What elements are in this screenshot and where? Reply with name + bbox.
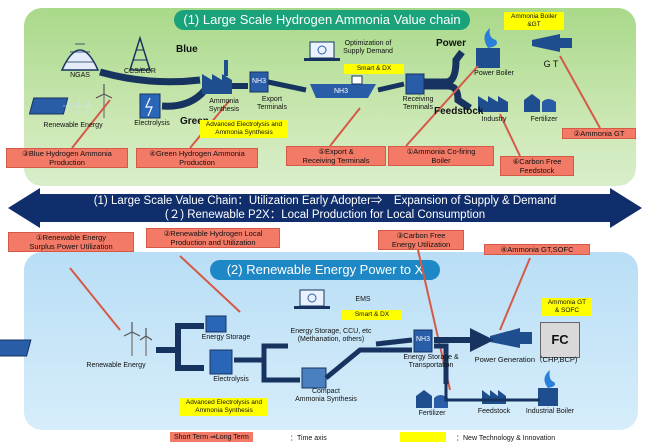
milestone-4-box: ④Green Hydrogen Ammonia Production — [136, 148, 258, 168]
ammonia-synthesis-label: Ammonia Synthesis — [208, 98, 240, 113]
compact-synthesis-icon — [301, 367, 327, 389]
fertilizer-barn-icon — [524, 94, 556, 112]
fertilizer-label: Fertilizer — [530, 116, 558, 123]
legend-time-axis: ：Time axis — [290, 435, 327, 442]
gas-turbine-icon — [532, 34, 572, 52]
industry-icon — [478, 96, 508, 112]
milestone-2-box: ②Ammonia GT — [562, 128, 636, 139]
ccs-rig-icon — [128, 35, 152, 71]
electrolysis-label: Electrolysis — [134, 120, 170, 127]
gas-turbine-icon-bottom — [490, 328, 532, 348]
industrial-boiler-label: Industrial Boiler — [525, 408, 575, 415]
ccs-label: CCS/EOR — [124, 68, 156, 75]
storage-ccu-label: Energy Storage, CCU, etc (Methanation, o… — [290, 328, 372, 343]
top-panel-title: (1) Large Scale Hydrogen Ammonia Value c… — [174, 10, 470, 30]
electrolysis-label-bottom: Electrolysis — [213, 376, 249, 383]
solar-panel-icon-bottom — [0, 339, 32, 357]
legend-term: Short Term ⇒Long Term — [170, 432, 253, 442]
power-boiler-label: Power Boiler — [474, 70, 514, 77]
receiving-terminals-label: Receiving Terminals — [402, 96, 434, 111]
ngas-icon — [60, 43, 100, 71]
milestone-b3-box: ③Carbon Free Energy Utilization — [378, 230, 464, 250]
milestone-b4-box: ④Ammonia GT,SOFC — [484, 244, 590, 255]
milestone-b1-box: ①Renewable Energy Surplus Power Utilizat… — [8, 232, 134, 252]
ammonia-gt-sofc-tag: Ammonia GT & SOFC — [542, 298, 592, 316]
industry-label: Industry — [481, 116, 507, 123]
milestone-1-box: ①Ammonia Co-firing Boiler — [388, 146, 494, 166]
smart-dx-tag: Smart & DX — [344, 64, 404, 74]
ems-label: EMS — [355, 296, 371, 303]
milestone-5-box: ⑤Export & Receiving Terminals — [286, 146, 386, 166]
milestone-3-box: ③Blue Hydrogen Ammonia Production — [6, 148, 128, 168]
legend-new-tech: ：New Technology & Innovation — [456, 435, 556, 442]
renewable-label-bottom: Renewable Energy — [86, 362, 146, 369]
ammonia-boiler-gt-tag: Ammonia Boiler &GT — [504, 12, 564, 30]
renewable-label: Renewable Energy — [43, 122, 103, 129]
advanced-electrolysis-tag-bottom: Advanced Electrolysis and Ammonia Synthe… — [180, 398, 268, 416]
export-terminals-label: Export Terminals — [257, 96, 287, 111]
electrolysis-icon — [139, 93, 161, 119]
blue-label: Blue — [176, 44, 198, 55]
fertilizer-barn-icon-bottom — [416, 390, 448, 408]
electrolysis-icon-bottom — [209, 349, 233, 375]
fuel-cell-box: FC — [540, 322, 580, 358]
computer-icon — [304, 41, 340, 61]
flame-icon — [476, 28, 500, 68]
compact-synthesis-label: Compact Ammonia Synthesis — [295, 388, 357, 403]
ammonia-factory-icon — [202, 60, 232, 94]
band-line-1: (1) Large Scale Value Chain：Utilization … — [93, 195, 557, 207]
storage-transport-label: Energy Storage & Transportation — [403, 354, 459, 369]
power-label: Power — [436, 38, 467, 49]
nh3-ship-icon — [310, 75, 376, 98]
feedstock-label: Feedstock — [434, 106, 484, 117]
bottom-panel-title: (2) Renewable Energy Power to X — [210, 260, 440, 280]
nh3-tank-label-bottom: NH3 — [415, 336, 430, 343]
industrial-boiler-icon — [538, 370, 558, 406]
nh3-tank-label: NH3 — [251, 78, 266, 85]
nh3-tank-icon-bottom — [413, 329, 433, 353]
nh3-ship-label: NH3 — [333, 88, 348, 95]
fertilizer-label-bottom: Fertilizer — [418, 410, 446, 417]
computer-icon-bottom — [294, 289, 330, 309]
energy-storage-icon — [205, 315, 227, 333]
gt-label: G T — [543, 59, 559, 69]
milestone-b2-box: ②Renewable Hydrogen Local Production and… — [146, 228, 280, 248]
advanced-electrolysis-tag: Advanced Electrolysis and Ammonia Synthe… — [200, 120, 288, 138]
value-chain-band — [8, 188, 642, 228]
ngas-label: NGAS — [70, 72, 90, 79]
legend-yellow-swatch — [400, 432, 446, 442]
energy-storage-label: Energy Storage — [201, 334, 251, 341]
smart-dx-tag-bottom: Smart & DX — [342, 310, 402, 320]
feedstock-label-bottom: Feedstock — [477, 408, 511, 415]
band-line-2: (２) Renewable P2X：Local Production for L… — [164, 209, 486, 221]
feedstock-industry-icon — [482, 390, 506, 404]
wind-turbine-icon-bottom — [123, 322, 153, 356]
solar-panel-icon — [28, 97, 92, 115]
green-label: Green — [180, 116, 209, 127]
milestone-6-box: ⑥Carbon Free Feedstock — [500, 156, 574, 176]
optimization-label: Optimization of Supply Demand — [343, 40, 393, 55]
power-generation-label: Power Generation（CHP,BCP) — [474, 355, 578, 364]
